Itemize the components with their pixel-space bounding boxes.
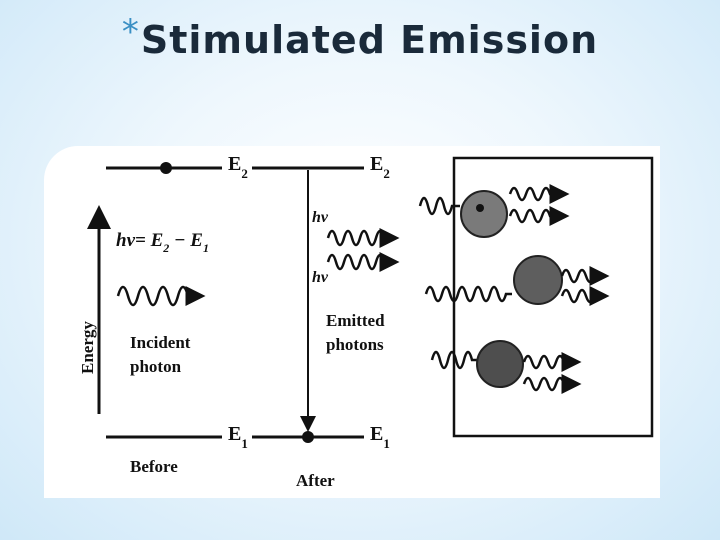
stimulated-emission-diagram: Energy E2 E1 hν= E2 − E1 Incident photon… [44,146,660,498]
level-letter: E [370,423,383,445]
before-label: Before [130,457,178,476]
energy-axis-label: Energy [78,321,97,374]
level-subscript: 2 [241,166,248,181]
slide-title-bar: *Stimulated Emission [0,18,720,62]
equation-sub1: 1 [203,241,209,255]
equation-equals: = E [135,230,163,251]
emitted-photon-wave-1 [328,231,392,245]
equation-sub2: 2 [162,241,169,255]
incident-photon-wave [118,287,198,305]
energy-equation: hν= E2 − E1 [116,230,209,255]
after-lower-level-label: E1 [370,423,390,451]
emitted-photon-wave-2 [328,255,392,269]
equation-minus: − E [169,230,203,251]
diagram-panel: Energy E2 E1 hν= E2 − E1 Incident photon… [44,146,660,498]
atom-2 [514,256,562,304]
level-subscript: 1 [383,436,390,451]
before-lower-level-label: E1 [228,423,248,451]
title-bullet: * [122,12,139,52]
emitted-label-line1: Emitted [326,311,385,330]
incident-label-line2: photon [130,357,182,376]
atom-3 [477,341,523,387]
level-letter: E [228,423,241,445]
after-label: After [296,471,335,490]
atom-1 [461,191,507,237]
after-upper-level-label: E2 [370,153,390,181]
equation-hv: hν [116,230,136,251]
level-letter: E [370,153,383,175]
emitted-label-line2: photons [326,335,384,354]
slide-title: Stimulated Emission [141,18,598,62]
atom-1-electron [476,204,484,212]
level-letter: E [228,153,241,175]
emitted-hv-top: hν [312,209,329,226]
after-electron [302,431,314,443]
emitted-hv-bottom: hν [312,269,329,286]
before-electron [160,162,172,174]
before-upper-level-label: E2 [228,153,248,181]
level-subscript: 1 [241,436,248,451]
level-subscript: 2 [383,166,390,181]
incident-label-line1: Incident [130,333,191,352]
